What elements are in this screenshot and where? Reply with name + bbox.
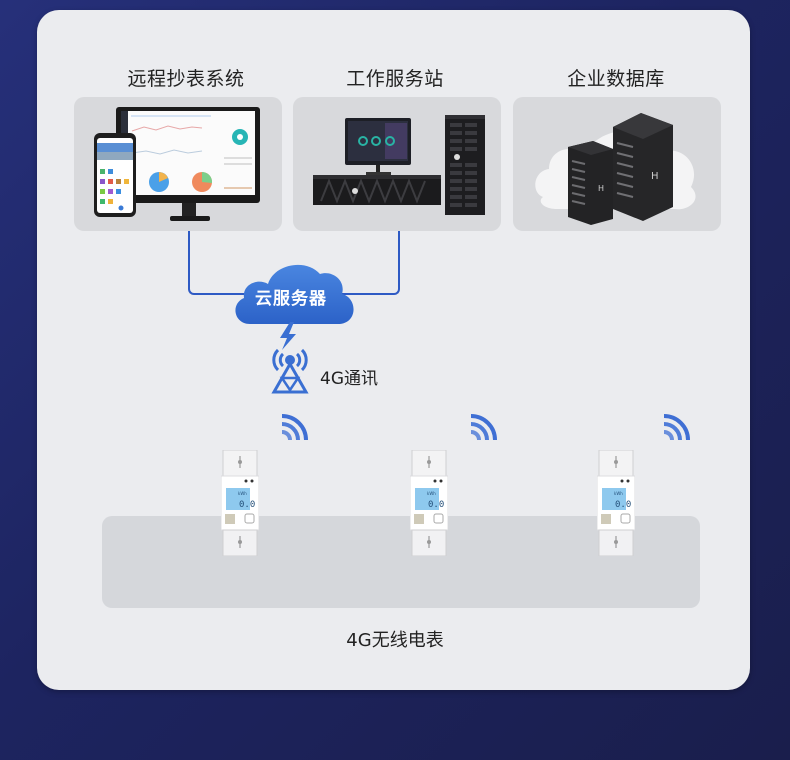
workstation-server-icon [313, 115, 485, 215]
communication-label: 4G通讯 [320, 369, 378, 389]
svg-text:0.0: 0.0 [615, 500, 631, 510]
svg-text:kWh: kWh [238, 491, 247, 496]
svg-text:0.0: 0.0 [428, 500, 444, 510]
svg-text:H: H [598, 184, 604, 193]
node-title-work-station: 工作服务站 [346, 68, 444, 90]
svg-text:kWh: kWh [427, 491, 436, 496]
wireless-signal-icon [281, 414, 308, 441]
cell-tower-icon [271, 322, 309, 394]
meter-1: kWh 0.0 [220, 449, 260, 557]
svg-text:H: H [651, 171, 659, 182]
svg-text:kWh: kWh [614, 491, 623, 496]
lightning-bolt-icon [280, 322, 296, 350]
node-card-work-station [293, 97, 501, 231]
svg-text:0.0: 0.0 [239, 500, 255, 510]
monitor-phone-dashboard-icon [94, 107, 260, 221]
connector-left [188, 231, 250, 295]
node-card-remote-reading [74, 97, 282, 231]
wireless-signal-icon [470, 414, 497, 441]
meter-3: kWh 0.0 [596, 449, 636, 557]
din-rail-meter-icon: kWh 0.0 [409, 449, 449, 557]
cloud-icon [235, 264, 354, 324]
meters-label: 4G无线电表 [346, 630, 444, 651]
connector-right [340, 231, 400, 295]
node-title-remote-reading: 远程抄表系统 [127, 68, 245, 90]
din-rail-meter-icon: kWh 0.0 [220, 449, 260, 557]
node-card-enterprise-db: H H [513, 97, 721, 231]
meter-2: kWh 0.0 [409, 449, 449, 557]
cloud-server-label: 云服务器 [255, 289, 327, 309]
din-rail-meter-icon: kWh 0.0 [596, 449, 636, 557]
wireless-signal-icon [663, 414, 690, 441]
node-title-enterprise-db: 企业数据库 [567, 68, 665, 90]
server-racks-icon: H H [535, 113, 696, 225]
